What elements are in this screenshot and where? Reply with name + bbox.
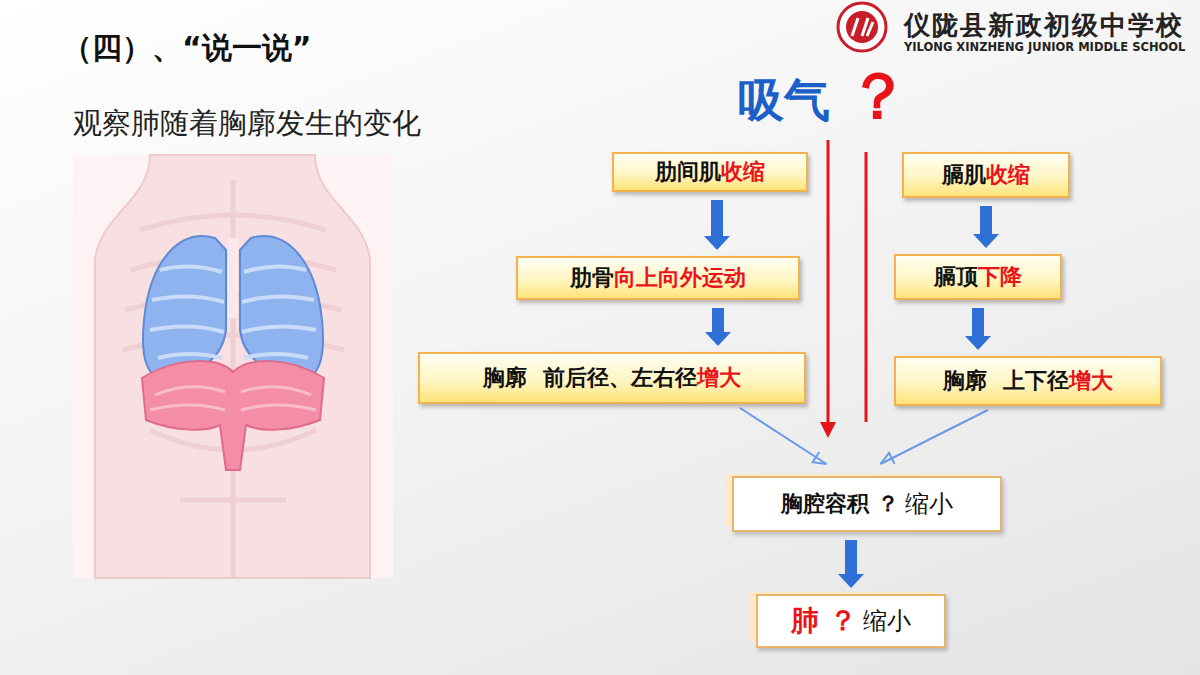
block-arrow	[838, 540, 864, 588]
result-box: 胸腔容积 ？缩小	[732, 476, 1002, 532]
process-box: 胸廓 上下径增大	[894, 356, 1162, 406]
inhale-label: 吸气	[738, 70, 830, 132]
block-arrow	[705, 308, 731, 346]
school-name-en: YILONG XINZHENG JUNIOR MIDDLE SCHOOL	[904, 40, 1185, 54]
process-box: 肋间肌收缩	[612, 152, 808, 192]
block-arrow	[704, 200, 730, 250]
box-text: 增大	[697, 363, 741, 393]
box-text: 向上向外运动	[614, 263, 746, 293]
box-text: 肺 ？	[791, 602, 857, 640]
box-text: 胸廓 上下径	[943, 366, 1068, 396]
box-text: 膈肌	[942, 160, 986, 190]
question-mark: ？	[846, 64, 910, 128]
process-box: 胸廓 前后径、左右径增大	[418, 352, 806, 404]
box-text: 缩小	[905, 488, 953, 520]
connector-arrow	[740, 408, 826, 464]
box-text: 缩小	[863, 605, 911, 637]
chest-illustration	[73, 155, 393, 578]
box-text: 肋间肌	[655, 157, 721, 187]
block-arrow	[973, 206, 999, 248]
connector-arrow	[881, 410, 988, 464]
box-text: 增大	[1069, 366, 1113, 396]
box-text: 收缩	[986, 160, 1030, 190]
box-text: 胸廓 前后径、左右径	[483, 363, 696, 393]
process-box: 膈顶下降	[894, 254, 1062, 300]
block-arrow	[965, 308, 991, 350]
process-box: 膈肌收缩	[902, 152, 1070, 198]
box-text: 收缩	[721, 157, 765, 187]
box-text: 下降	[978, 262, 1022, 292]
school-logo	[838, 3, 886, 51]
box-text: 胸腔容积 ？	[781, 489, 899, 519]
slide-title: （四）、“说一说”	[62, 28, 311, 69]
process-box: 肋骨向上向外运动	[516, 256, 800, 300]
school-name: 仪陇县新政初级中学校	[904, 8, 1184, 43]
box-text: 肋骨	[570, 263, 614, 293]
inhale-lines	[820, 140, 866, 438]
result-box: 肺 ？缩小	[756, 594, 946, 648]
subtitle: 观察肺随着胸廓发生的变化	[73, 104, 421, 144]
box-text: 膈顶	[934, 262, 978, 292]
